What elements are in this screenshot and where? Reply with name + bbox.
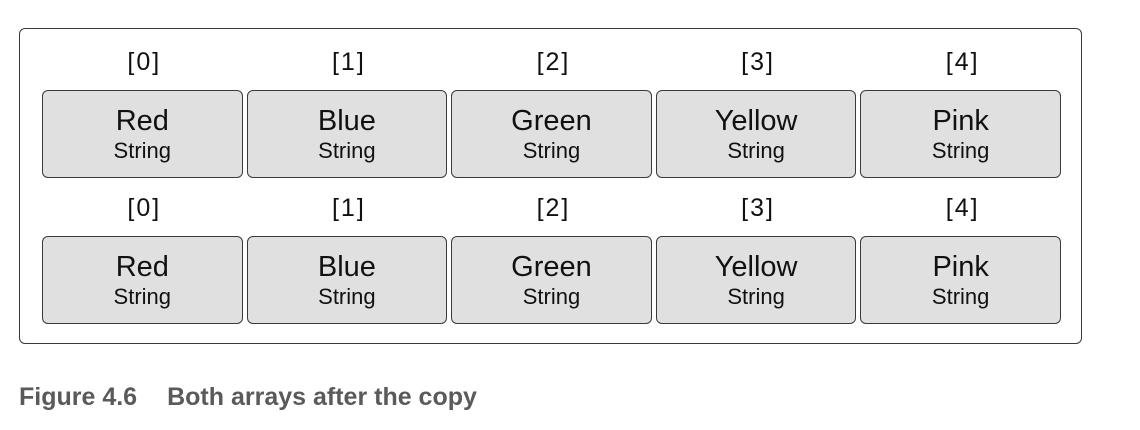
array-index: [1] xyxy=(331,48,366,76)
array-cell: Red String xyxy=(42,90,243,178)
array-index: [1] xyxy=(331,194,366,222)
array-index: [2] xyxy=(536,194,571,222)
array-cell: Green String xyxy=(451,236,652,324)
array-2-cells: Red String Blue String Green String Yell… xyxy=(42,236,1061,324)
array-1-cells: Red String Blue String Green String Yell… xyxy=(42,90,1061,178)
cell-value: Blue xyxy=(317,105,376,137)
cell-value: Green xyxy=(511,105,592,137)
cell-type: String xyxy=(931,284,990,309)
cell-type: String xyxy=(522,138,581,163)
array-index: [0] xyxy=(127,194,162,222)
array-index: [3] xyxy=(741,194,775,222)
cell-value: Yellow xyxy=(714,251,798,283)
array-cell: Red String xyxy=(42,236,243,324)
diagram-frame xyxy=(19,28,1082,344)
array-2-indices: [0] [1] [2] [3] [4] xyxy=(42,193,1065,223)
cell-type: String xyxy=(113,138,172,163)
cell-type: String xyxy=(727,138,785,163)
figure-caption-text: Both arrays after the copy xyxy=(167,383,477,411)
figure-caption: Figure 4.6 Both arrays after the copy xyxy=(19,383,477,412)
cell-type: String xyxy=(318,138,376,163)
array-index: [4] xyxy=(945,48,980,76)
array-cell: Yellow String xyxy=(655,236,857,324)
cell-value: Blue xyxy=(317,251,376,283)
cell-type: String xyxy=(318,284,376,309)
array-1-indices: [0] [1] [2] [3] [4] xyxy=(42,47,1065,77)
array-index: [2] xyxy=(536,48,571,76)
array-index: [3] xyxy=(741,48,775,76)
array-cell: Pink String xyxy=(860,90,1061,178)
cell-value: Pink xyxy=(932,251,989,283)
array-index: [0] xyxy=(127,48,162,76)
cell-value: Pink xyxy=(932,105,989,137)
cell-type: String xyxy=(931,138,990,163)
figure-label: Figure 4.6 xyxy=(19,383,138,411)
array-cell: Blue String xyxy=(246,236,448,324)
array-cell: Green String xyxy=(451,90,652,178)
array-cell: Pink String xyxy=(860,236,1061,324)
cell-type: String xyxy=(522,284,581,309)
array-index: [4] xyxy=(945,194,980,222)
cell-value: Red xyxy=(115,105,169,137)
cell-value: Yellow xyxy=(714,105,798,137)
array-cell: Yellow String xyxy=(655,90,857,178)
cell-value: Red xyxy=(115,251,169,283)
cell-type: String xyxy=(727,284,785,309)
array-cell: Blue String xyxy=(246,90,448,178)
cell-type: String xyxy=(113,284,172,309)
cell-value: Green xyxy=(511,251,592,283)
